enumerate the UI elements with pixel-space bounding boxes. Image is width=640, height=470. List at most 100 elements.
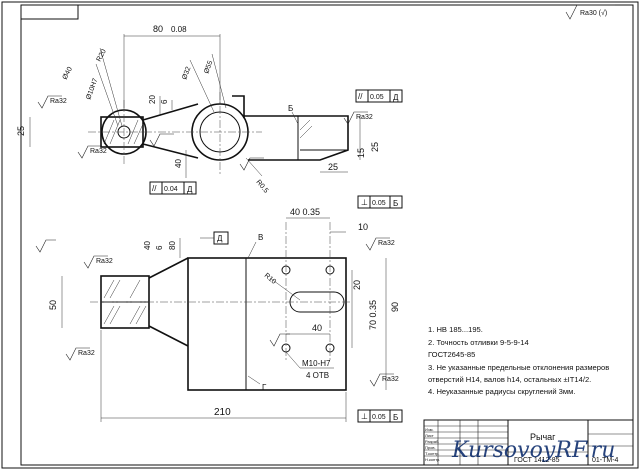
roughness-icon: Ra32 — [343, 111, 373, 125]
tb-row-1: Изм. — [425, 427, 434, 432]
dim-80-v-text: 80 — [168, 241, 177, 250]
tolerance-frame-parallel-1: // 0.05 Д — [355, 89, 403, 103]
title-block: Изм. Лист Разраб. Пров. Т.контр. Н.контр… — [423, 419, 634, 466]
dim-40-v-text: 40 — [143, 241, 152, 250]
note-1: 1. НВ 185...195. — [428, 325, 483, 334]
r10-leader — [269, 277, 301, 301]
r20-leader — [99, 47, 123, 127]
tol-base: Д — [187, 185, 193, 194]
label-g-leader — [247, 375, 261, 385]
roughness-text: Ra32 — [378, 240, 395, 247]
tol-value: 0.05 — [372, 414, 386, 421]
view-label-g: Г — [262, 383, 267, 392]
note-3b: отверстий Н14, валов h14, остальных ±IT1… — [428, 375, 591, 384]
designation-box — [20, 4, 79, 20]
dia-55-leader — [211, 53, 227, 109]
dia-40-leader — [95, 63, 119, 127]
tb-row-4: Пров. — [425, 445, 436, 450]
watermark: KursovoyRF.ru — [451, 438, 615, 463]
dim-50-text: 50 — [48, 300, 58, 310]
section-b-leader — [291, 111, 299, 125]
tol-symbol: ⊥ — [361, 412, 368, 421]
dim-80-text: 80 — [153, 24, 163, 34]
dim-25-right-text: 25 — [370, 142, 380, 152]
tol-value: 0.05 — [372, 200, 386, 207]
note-3: 3. Не указанные предельные отклонения ра… — [428, 363, 609, 372]
roughness-icon: Ra32 — [65, 347, 95, 361]
label-v-leader — [247, 241, 257, 259]
roughness-icon — [239, 157, 264, 171]
sheet-frame — [20, 4, 634, 466]
tolerance-frame-parallel-2: // 0.04 Д — [149, 181, 197, 195]
dim-15-text: 15 — [356, 148, 366, 158]
view-label-d-text: Д — [217, 234, 223, 243]
dia-40-text: Ø40 — [62, 66, 74, 81]
tolerance-frame-perp-bottom: ⊥ 0.05 Б — [357, 409, 403, 423]
roughness-icon: Ra32 — [37, 95, 67, 109]
material-spec: ГОСТ 1412-85 — [514, 457, 560, 464]
roughness-icon — [35, 239, 56, 253]
front-arm — [148, 257, 189, 347]
general-roughness-text: Ra30 (√) — [580, 9, 607, 17]
front-slot — [289, 291, 345, 313]
roughness-icon: Ra32 — [77, 145, 107, 159]
roughness-icon: Ra32 — [365, 237, 395, 251]
roughness-icon: Ra32 — [83, 255, 113, 269]
tol-base: Д — [393, 93, 399, 102]
note-2b: ГОСТ2645-85 — [428, 350, 475, 359]
note-2: 2. Точность отливки 9-5-9-14 — [428, 338, 529, 347]
tb-row-6: Н.контр. — [425, 457, 440, 462]
roughness-text: Ra32 — [96, 258, 113, 265]
dim-20-text: 20 — [148, 95, 157, 104]
general-roughness-icon: Ra30 (√) — [565, 4, 615, 20]
dim-25-bottom-text: 25 — [328, 162, 338, 172]
r20-text: R20 — [96, 48, 108, 63]
tol-base: Б — [393, 413, 398, 422]
dia-32-text: Ø32 — [181, 66, 192, 81]
view-label-d: Д — [200, 231, 229, 245]
roughness-text: Ra32 — [356, 114, 373, 121]
dim-6-v-text: 6 — [155, 245, 164, 250]
front-body — [187, 257, 347, 391]
roughness-text: Ra32 — [90, 148, 107, 155]
dim-40-035-text: 40 0.35 — [290, 207, 320, 217]
dim-210-text: 210 — [214, 407, 231, 418]
boss-slot — [232, 95, 245, 118]
dim-40-text: 40 — [174, 159, 183, 168]
roughness-icon: Ra32 — [369, 373, 399, 387]
threaded-holes — [281, 265, 335, 353]
front-hub-hatch — [103, 279, 147, 325]
left-hub — [100, 116, 144, 148]
roughness-icon — [269, 333, 290, 347]
dim-6-text: 6 — [160, 99, 169, 104]
tol-symbol: // — [152, 184, 157, 193]
front-view: 40 0.35 10 40 6 80 Д В R10 20 70 0.35 90… — [35, 195, 403, 423]
watermark-text: KursovoyRF.ru — [451, 438, 615, 463]
right-flange — [244, 115, 349, 161]
view-label-v: В — [258, 233, 263, 242]
dim-40-inner-text: 40 — [312, 323, 322, 333]
roughness-text: Ra32 — [78, 350, 95, 357]
dim-25-left-text: 25 — [16, 126, 26, 136]
tol-base: Б — [393, 199, 398, 208]
tolerance-frame-perp-top: ⊥ 0.05 Б — [357, 195, 403, 209]
thread-leader — [285, 351, 301, 369]
dim-20-v-text: 20 — [352, 280, 362, 290]
note-4: 4. Неуказанные радиусы скруглений 3мм. — [428, 387, 575, 396]
holes-count-text: 4 ОТВ — [306, 371, 329, 380]
tol-symbol: // — [358, 92, 363, 101]
part-name: Рычаг — [530, 432, 556, 442]
roughness-text: Ra32 — [50, 98, 67, 105]
dia-55-text: Ø55 — [203, 60, 214, 75]
section-b-text: Б — [288, 104, 293, 113]
thread-text: M10-H7 — [302, 359, 331, 368]
dim-10-text: 10 — [358, 222, 368, 232]
tol-value: 0.04 — [164, 186, 178, 193]
roughness-icon — [149, 133, 174, 147]
tol-value: 0.05 — [370, 94, 384, 101]
r10-text: R10 — [263, 272, 277, 286]
tb-row-5: Т.контр. — [425, 451, 440, 456]
dia-10h7-text: Ø10H7 — [85, 77, 99, 100]
